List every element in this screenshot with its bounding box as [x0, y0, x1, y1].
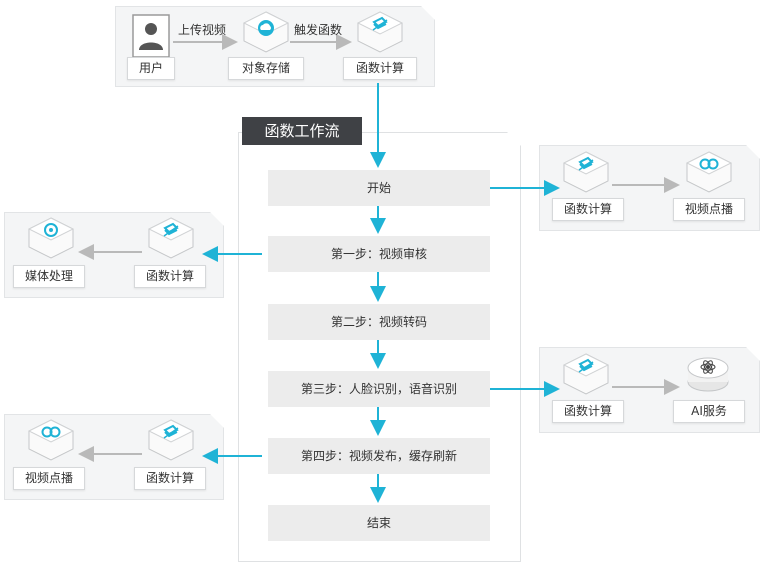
- node-right2-fc: [548, 352, 624, 396]
- node-right2-ai: [678, 352, 738, 396]
- label-user: 用户: [127, 57, 175, 80]
- function-compute-icon: [562, 353, 610, 395]
- label-right2-ai: AI服务: [673, 400, 745, 423]
- label-fc-top: 函数计算: [343, 57, 417, 80]
- step-end: 结束: [268, 505, 490, 541]
- video-on-demand-icon: [685, 151, 733, 193]
- label-left1-mps: 媒体处理: [13, 265, 85, 288]
- label-right1-vod: 视频点播: [673, 198, 745, 221]
- function-compute-icon: [356, 11, 404, 53]
- node-left1-fc: [133, 216, 209, 260]
- label-left1-fc: 函数计算: [134, 265, 206, 288]
- function-compute-icon: [147, 419, 195, 461]
- step-2: 第二步：视频转码: [268, 304, 490, 340]
- step-3: 第三步：人脸识别，语音识别: [268, 371, 490, 407]
- node-left2-fc: [133, 418, 209, 462]
- function-compute-icon: [147, 217, 195, 259]
- node-oss: [228, 10, 304, 80]
- step-start: 开始: [268, 170, 490, 206]
- node-user: [128, 14, 174, 80]
- function-compute-icon: [562, 151, 610, 193]
- node-left2-vod: [13, 418, 89, 462]
- ai-service-icon: [687, 357, 729, 392]
- label-right1-fc: 函数计算: [552, 198, 624, 221]
- cloud-storage-icon: [242, 11, 290, 53]
- label-left2-fc: 函数计算: [134, 467, 206, 490]
- video-on-demand-icon: [27, 419, 75, 461]
- media-processing-icon: [27, 217, 75, 259]
- node-right1-fc: [548, 150, 624, 194]
- label-oss: 对象存储: [228, 57, 304, 80]
- node-right1-vod: [671, 150, 747, 194]
- workflow-title: 函数工作流: [242, 117, 362, 145]
- node-left1-mps: [13, 216, 89, 260]
- user-icon: [132, 14, 170, 58]
- label-left2-vod: 视频点播: [13, 467, 85, 490]
- step-1: 第一步：视频审核: [268, 236, 490, 272]
- step-4: 第四步：视频发布，缓存刷新: [268, 438, 490, 474]
- edge-label-upload: 上传视频: [178, 23, 227, 37]
- label-right2-fc: 函数计算: [552, 400, 624, 423]
- edge-label-trigger: 触发函数: [294, 23, 343, 37]
- node-fc-top: [342, 10, 418, 80]
